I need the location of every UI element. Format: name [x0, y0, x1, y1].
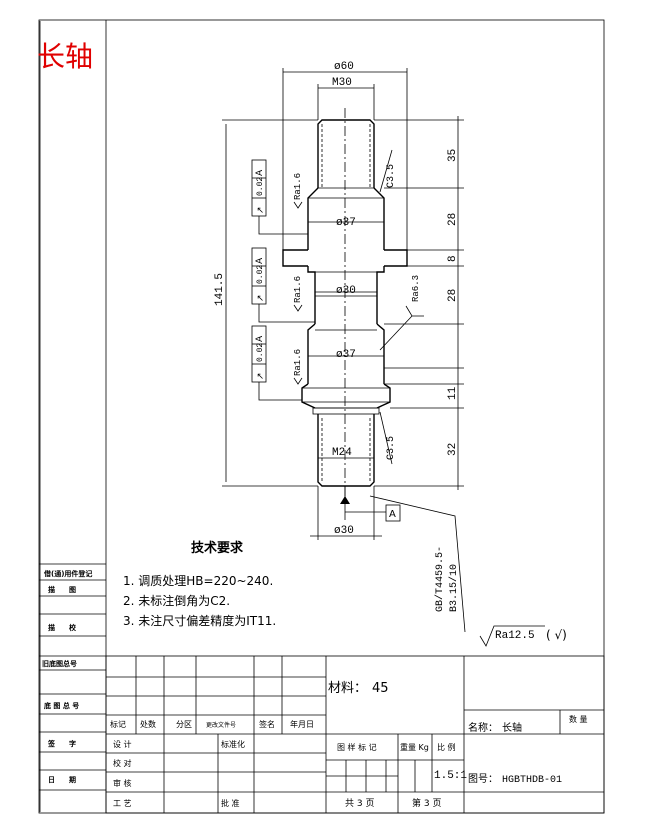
dim-dia-60: ø60	[334, 61, 354, 73]
tb-header-4: 签名	[259, 719, 275, 729]
roughness-general: Ra12.5	[495, 630, 535, 642]
tol-symbol-1: ↗	[256, 206, 266, 214]
center-hole-note-line2: B3.15/10	[448, 564, 460, 612]
tb-header-2: 分区	[176, 720, 192, 729]
dim-chamfer-lower: C3.5	[386, 436, 397, 460]
strip-label-5: 签 字	[47, 739, 76, 748]
strip-label-4: 底 图 总 号	[44, 701, 79, 710]
drawing-no-value: HGBTHDB-01	[502, 775, 562, 786]
dim-len-11: 11	[447, 386, 459, 400]
name-value: 长轴	[502, 721, 522, 734]
tb-row-design: 设 计	[113, 739, 132, 749]
quantity-label: 数 量	[569, 714, 588, 724]
scale-value: 1.5:1	[434, 770, 467, 782]
strip-label-3: 旧底图总号	[42, 659, 77, 668]
dim-dia-30-mid: ø30	[336, 285, 356, 297]
tol-symbol-3: ↗	[256, 372, 266, 380]
center-hole-note: GB/T4459.5- B3.15/10	[369, 495, 466, 633]
tb-row-process: 工 艺	[113, 799, 132, 808]
tolerance-frames: A 0.02 ↗ A 0.02 ↗ A 0.02 ↗	[251, 159, 315, 401]
roughness-general-suffix: ( √)	[546, 628, 567, 642]
shaft-drawing	[282, 108, 408, 500]
title-stamp: 长轴	[37, 40, 93, 73]
dim-m24: M24	[332, 447, 352, 459]
tol-symbol-2: ↗	[256, 294, 266, 302]
sheet-current: 第 3 页	[412, 797, 441, 809]
dim-len-8: 8	[447, 255, 459, 262]
strip-label-6: 日 期	[48, 775, 76, 784]
tb-row-standard: 标准化	[221, 739, 245, 749]
dim-dia-37-upper: ø37	[336, 217, 356, 229]
attr-weight: 重量 Kg	[400, 742, 429, 752]
tech-requirements-heading: 技术要求	[191, 540, 244, 556]
dim-dia-30-bottom: ø30	[334, 525, 354, 537]
tol-value-1: 0.02	[256, 177, 265, 196]
tb-row-approve: 批 准	[221, 798, 240, 808]
outer-frame	[38, 19, 605, 814]
tol-value-3: 0.02	[256, 343, 265, 362]
tb-row-check: 校 对	[113, 758, 132, 768]
tb-header-0: 标记	[110, 719, 126, 729]
tech-requirement-1: 1. 调质处理HB=220~240.	[123, 574, 273, 588]
datum-marker: A	[340, 486, 401, 522]
dim-len-35: 35	[447, 149, 459, 162]
center-hole-note-line1: GB/T4459.5-	[434, 546, 446, 612]
tol-datum-3: A	[255, 335, 265, 342]
tech-requirement-2: 2. 未标注倒角为C2.	[123, 593, 230, 608]
dimension-lines: ø60 M30 ø37 ø30 ø37 M24 ø30 35 2	[214, 61, 464, 540]
tol-datum-1: A	[255, 169, 265, 176]
tol-value-2: 0.02	[256, 265, 265, 284]
material-label: 材料：	[328, 681, 367, 696]
dim-total-141-5: 141.5	[214, 273, 226, 306]
material-value: 45	[372, 681, 389, 696]
strip-label-0: 借(通)用件登记	[43, 569, 92, 578]
name-label: 名称：	[468, 721, 498, 734]
roughness-middle: Ra1.6	[293, 276, 303, 303]
dim-m30: M30	[332, 77, 352, 89]
attr-drawing-mark: 图 样 标 记	[337, 742, 377, 752]
datum-label: A	[389, 509, 396, 520]
tb-header-3: 更改文件号	[206, 721, 236, 729]
strip-label-1: 描 图	[48, 585, 76, 594]
tech-requirement-3: 3. 未注尺寸偏差精度为IT11.	[123, 613, 276, 628]
tech-requirements: 技术要求 1. 调质处理HB=220~240. 2. 未标注倒角为C2. 3. …	[123, 540, 276, 628]
roughness-right: Ra6.3	[411, 275, 421, 302]
dim-len-28-mid: 28	[447, 289, 459, 302]
left-strip: 借(通)用件登记 描 图 描 校 旧底图总号 底 图 总 号 签 字 日 期	[39, 569, 106, 791]
tb-header-5: 年月日	[290, 719, 314, 729]
title-block: 标记 处数 分区 更改文件号 签名 年月日 设 计 校 对 审 核 工 艺 标准…	[105, 655, 605, 814]
sheets-total: 共 3 页	[345, 798, 374, 809]
attr-scale: 比 例	[437, 742, 456, 752]
tb-row-review: 审 核	[113, 778, 132, 788]
dim-len-28-upper: 28	[447, 213, 459, 226]
tb-header-1: 处数	[140, 719, 156, 729]
dim-len-32: 32	[447, 443, 459, 456]
roughness-marks: Ra1.6 Ra1.6 Ra1.6 Ra6.3 Ra12.5 ( √)	[293, 173, 567, 647]
roughness-upper: Ra1.6	[293, 173, 303, 200]
dim-dia-37-lower: ø37	[336, 349, 356, 361]
dim-chamfer-upper: C3.5	[386, 164, 397, 188]
drawing-no-label: 图号：	[468, 773, 498, 785]
tol-datum-2: A	[255, 257, 265, 264]
strip-label-2: 描 校	[48, 623, 77, 632]
roughness-lower: Ra1.6	[293, 349, 303, 376]
